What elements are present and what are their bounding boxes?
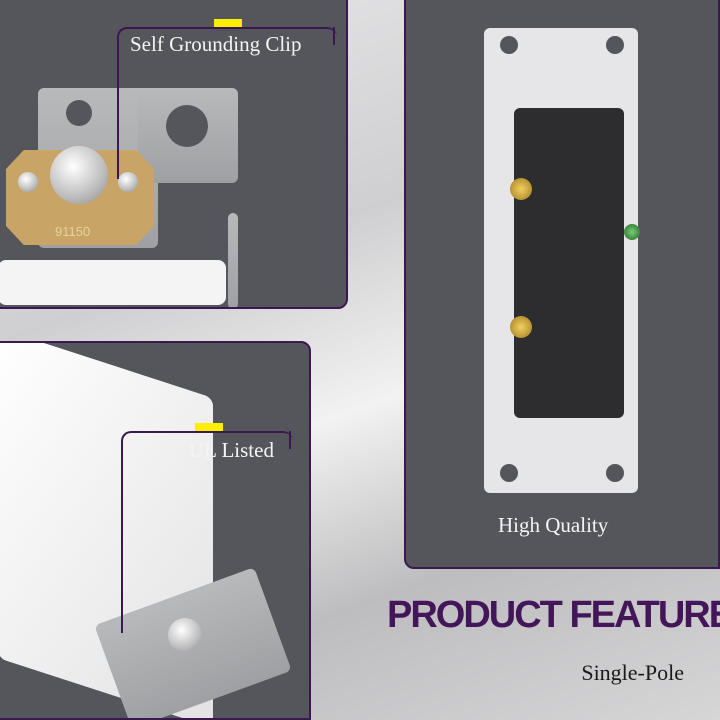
switch-face xyxy=(0,260,226,305)
accent-bar xyxy=(214,19,242,27)
callout-line-end xyxy=(333,27,335,45)
terminal-screw-icon xyxy=(510,178,532,200)
feature-panel-ul-listed: UL Listed xyxy=(0,341,311,720)
switch-body xyxy=(228,213,238,307)
feature-label: UL Listed xyxy=(189,438,274,462)
feature-panel-high-quality: High Quality xyxy=(404,0,720,569)
accent-bar xyxy=(195,423,223,431)
callout-line xyxy=(121,431,293,633)
product-type: Single-Pole xyxy=(581,660,684,685)
screw-icon xyxy=(168,618,202,652)
feature-label: Self Grounding Clip xyxy=(130,32,302,56)
clip-code: 91150 xyxy=(55,224,91,239)
switch-housing xyxy=(514,108,624,418)
mount-hole xyxy=(606,464,624,482)
feature-label: High Quality xyxy=(498,513,609,537)
feature-panel-grounding-clip: 91150 Self Grounding Clip xyxy=(0,0,348,309)
terminal-screw-icon xyxy=(510,316,532,338)
callout-line xyxy=(117,27,337,179)
screw-icon xyxy=(18,172,38,192)
callout-line-end xyxy=(289,431,291,449)
mount-hole xyxy=(500,464,518,482)
screw-icon xyxy=(50,146,108,204)
mount-hole xyxy=(500,36,518,54)
mount-hole xyxy=(66,100,92,126)
page-title: PRODUCT FEATURES xyxy=(387,594,720,636)
ground-screw-icon xyxy=(624,224,640,240)
mount-hole xyxy=(606,36,624,54)
mount-hole xyxy=(166,105,208,147)
